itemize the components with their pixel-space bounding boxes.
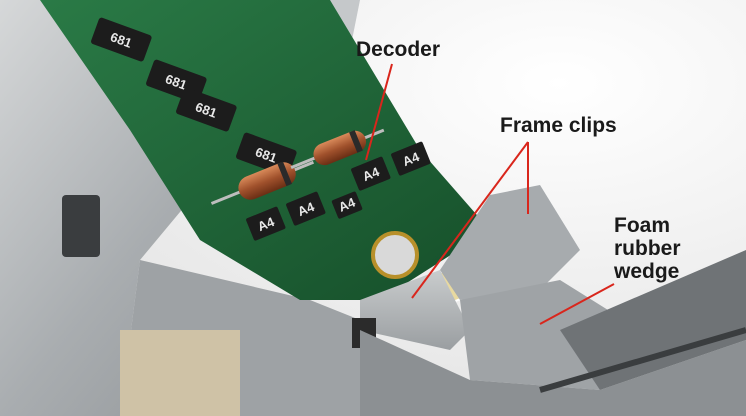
frame-clip-left: [360, 270, 470, 350]
smd-diode-2: A4: [391, 141, 431, 176]
svg-text:A4: A4: [336, 194, 358, 214]
frame-clips-leader-line-1: [411, 141, 529, 299]
resistor-1: 681: [91, 17, 152, 62]
frame-clips-label: Frame clips: [500, 114, 617, 137]
svg-text:681: 681: [108, 29, 134, 51]
frame-groove: [539, 327, 746, 393]
resistor-3: 681: [176, 87, 237, 132]
svg-text:A4: A4: [400, 149, 422, 169]
foam-label-line-3: wedge: [614, 260, 680, 283]
smd-diode-5: A4: [331, 191, 363, 219]
svg-text:A4: A4: [360, 164, 382, 184]
svg-text:681: 681: [193, 99, 219, 121]
svg-text:A4: A4: [255, 214, 277, 234]
foam-label-line-1: Foam: [614, 214, 671, 237]
smd-diode-1: A4: [351, 156, 391, 191]
svg-text:681: 681: [163, 71, 189, 93]
pcb-hole: [371, 231, 419, 279]
svg-text:A4: A4: [295, 199, 317, 219]
decoder-label: Decoder: [356, 38, 441, 61]
glass-diode-1: [210, 160, 315, 205]
foam-rubber-wedge-label: Foam rubber wedge: [614, 214, 681, 283]
glass-diode-2: [290, 128, 385, 170]
smd-diode-3: A4: [246, 206, 286, 241]
foam-label-line-2: rubber: [614, 237, 681, 260]
frame-cavity: [120, 330, 240, 416]
frame-rail: [560, 250, 746, 390]
frame-slot: [62, 195, 100, 257]
foam-leader-line: [539, 283, 615, 325]
decoder-leader-line: [365, 63, 393, 161]
frame-base: [360, 330, 746, 416]
svg-text:681: 681: [253, 144, 279, 166]
leader-lines: [365, 63, 615, 325]
frame-clip-right: [440, 185, 580, 300]
smd-diode-4: A4: [286, 191, 326, 226]
